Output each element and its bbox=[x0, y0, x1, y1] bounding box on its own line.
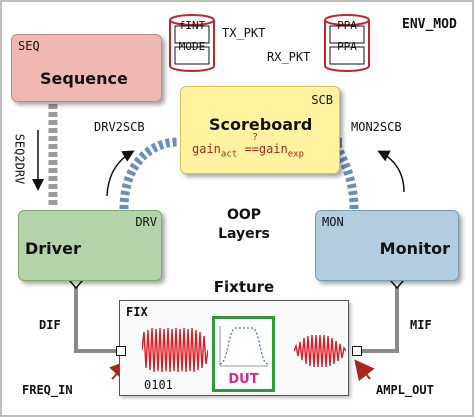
mon2scb-label: MON2SCB bbox=[351, 120, 402, 134]
dut-label: DUT bbox=[228, 372, 259, 387]
seq-tag: SEQ bbox=[18, 39, 40, 53]
dif-wire bbox=[74, 286, 116, 353]
ampl-out-port[interactable] bbox=[352, 346, 362, 356]
sequencer-title: Sequence bbox=[40, 69, 128, 88]
drv2scb-connector bbox=[119, 137, 179, 210]
dut-block[interactable] bbox=[212, 316, 275, 392]
driver-block[interactable]: DRV Driver bbox=[18, 210, 162, 281]
oop-label: OOP bbox=[226, 207, 262, 223]
drv2scb-arrow bbox=[106, 150, 135, 197]
gain-comparison-formula: ? gainact ==gainexp bbox=[192, 132, 332, 160]
freq-in-label: FREQ_IN bbox=[22, 383, 73, 397]
fixture-title: Fixture bbox=[213, 278, 275, 296]
fix-tag: FIX bbox=[126, 305, 148, 319]
seq2drv-label: SEQ2DRV bbox=[12, 133, 27, 185]
monitor-title: Monitor bbox=[379, 239, 450, 258]
rx-pkt-cylinders-icon bbox=[324, 14, 370, 72]
input-signal-waveform bbox=[142, 327, 208, 373]
output-signal-waveform bbox=[294, 334, 346, 368]
drv2scb-label: DRV2SCB bbox=[94, 120, 145, 134]
tx-pkt-label: TX_PKT bbox=[222, 26, 266, 40]
monitor-block[interactable]: MON Monitor bbox=[315, 210, 459, 281]
freq-in-port[interactable] bbox=[116, 346, 126, 356]
ampl-out-label: AMPL_OUT bbox=[376, 383, 434, 397]
layers-label: Layers bbox=[218, 226, 270, 242]
scb-tag: SCB bbox=[311, 93, 333, 107]
formula-operator: == bbox=[244, 142, 259, 156]
rx-cyl-bottom-label: PPA bbox=[337, 40, 357, 53]
scoreboard-block[interactable]: SCB Scoreboard bbox=[180, 86, 340, 174]
dif-label: DIF bbox=[39, 318, 61, 332]
formula-lhs-sub: act bbox=[220, 149, 238, 160]
tx-cyl-bottom-label: MODE bbox=[178, 40, 206, 53]
mif-label: MIF bbox=[410, 318, 432, 332]
ampl-out-pointer bbox=[354, 359, 375, 382]
scoreboard-title: Scoreboard bbox=[209, 115, 313, 134]
rx-cyl-top-label: PPA bbox=[337, 19, 357, 32]
mon2scb-connector bbox=[332, 137, 359, 210]
mon2scb-arrow bbox=[377, 150, 405, 193]
formula-rhs-sub: exp bbox=[287, 149, 305, 160]
mon-tag: MON bbox=[322, 215, 344, 229]
driver-title: Driver bbox=[25, 239, 81, 258]
env-mod-label: ENV_MOD bbox=[402, 17, 457, 32]
dut-transfer-curve bbox=[219, 326, 269, 367]
bits-label: 0101 bbox=[144, 378, 173, 392]
rx-pkt-label: RX_PKT bbox=[267, 50, 311, 64]
tx-pkt-cylinders-icon bbox=[169, 14, 215, 72]
formula-lhs: gain bbox=[192, 142, 221, 156]
drv-tag: DRV bbox=[135, 215, 157, 229]
tx-cyl-top-label: fINT bbox=[178, 19, 206, 32]
mif-wire bbox=[362, 286, 399, 353]
sequencer-block[interactable]: SEQ Sequence bbox=[11, 34, 162, 102]
formula-rhs: gain bbox=[258, 142, 288, 156]
formula-question-mark: ? bbox=[252, 132, 259, 143]
